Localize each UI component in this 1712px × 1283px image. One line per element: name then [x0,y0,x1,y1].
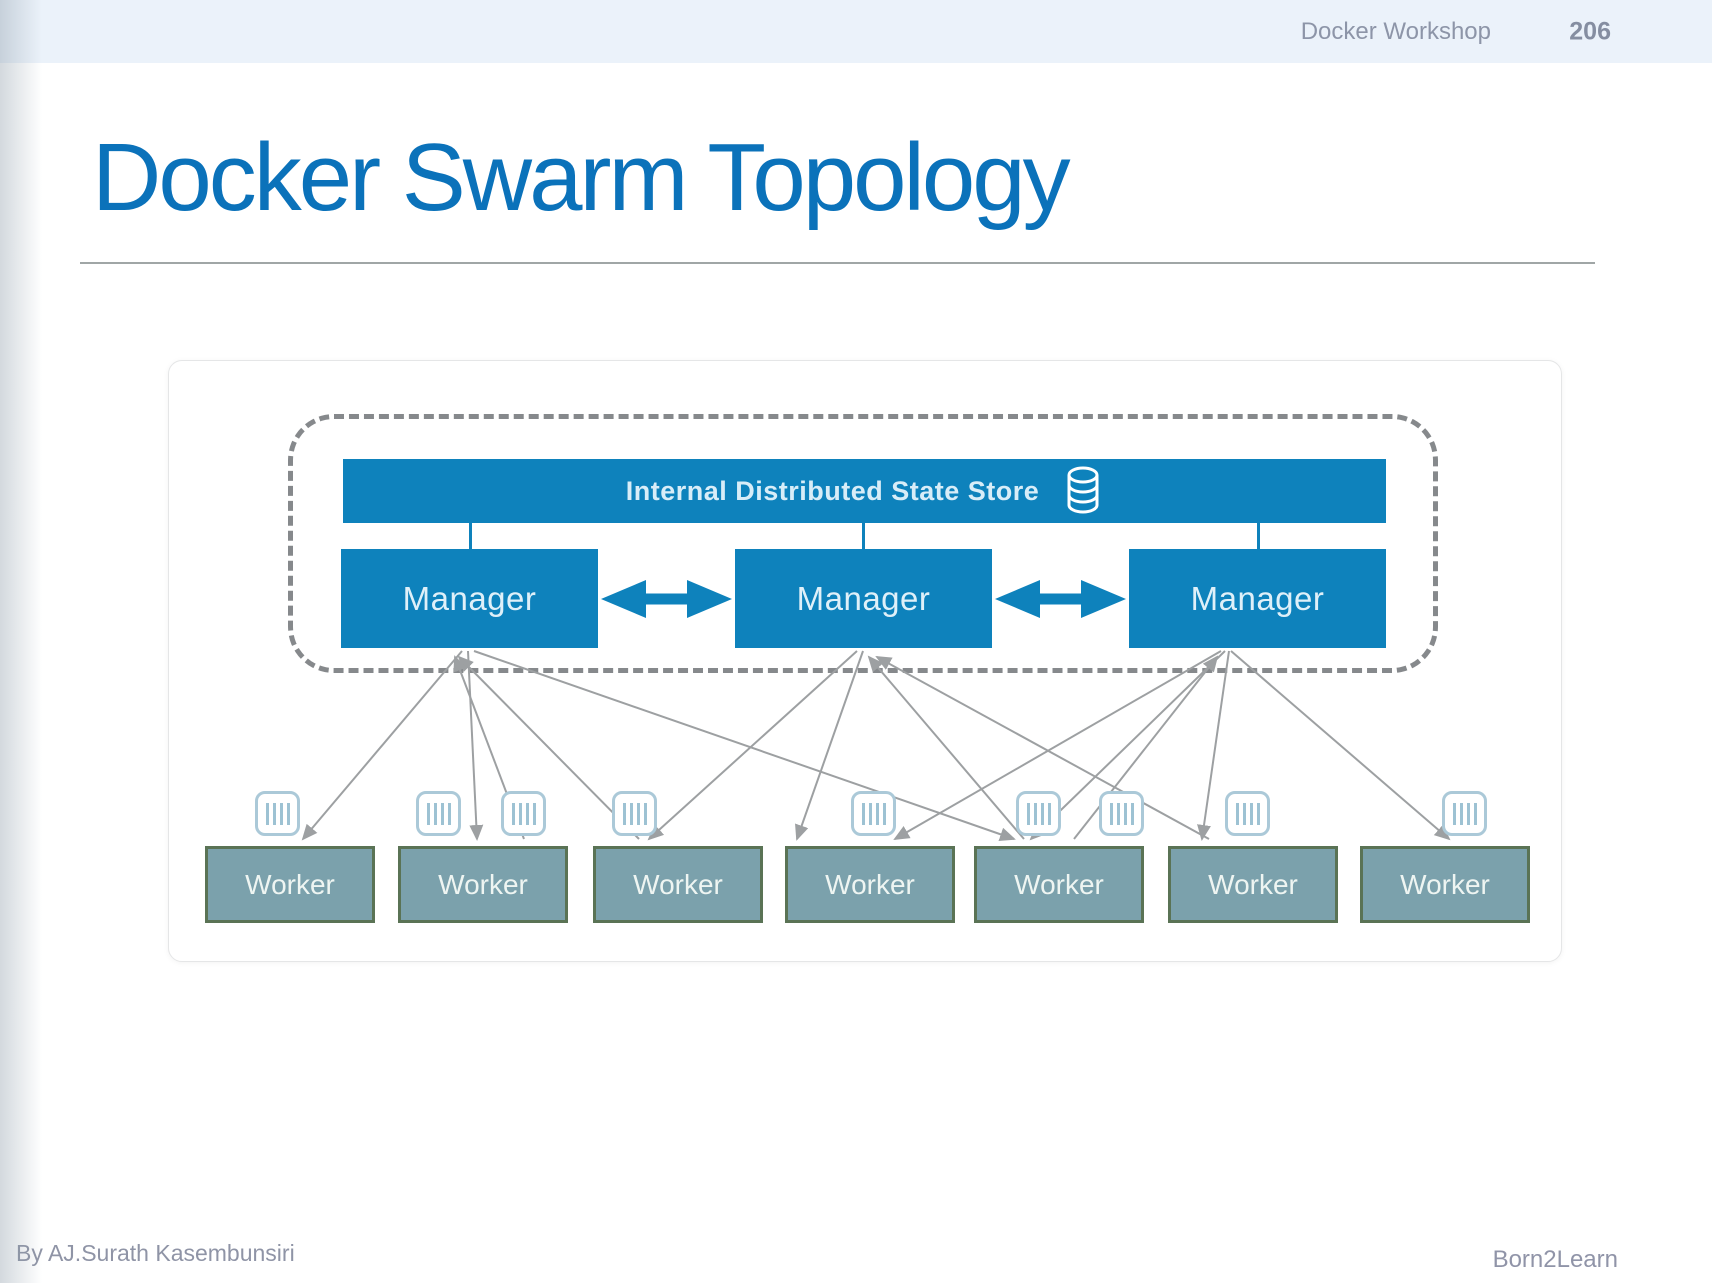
gossip-link-arrow [473,650,1016,842]
icon-bar [1040,802,1044,825]
header-document-title: Docker Workshop [1300,17,1491,45]
footer-author: By AJ.Surath Kasembunsiri [16,1240,295,1266]
container-task-icon [851,791,896,836]
container-task-icon [1099,791,1144,836]
worker-node-4: Worker [785,846,955,923]
icon-bar [1109,802,1113,825]
worker-node-label: Worker [438,868,528,900]
manager-node-1: Manager [341,549,598,648]
icon-bar [1459,802,1463,825]
header-page-number: 206 [1569,17,1611,45]
slide-title: Docker Swarm Topology [92,124,1071,231]
icon-bar [1047,802,1051,825]
gossip-link-arrow [467,650,484,841]
icon-bar [279,802,283,825]
icon-bar [518,802,522,825]
icon-bar [272,802,276,825]
icon-bar [1116,802,1120,825]
icon-bar [622,802,626,825]
icon-bar [1026,802,1030,825]
container-task-icon [1016,791,1061,836]
store-manager-connector-3 [1256,523,1260,550]
icon-bar [1235,802,1239,825]
icon-bar [433,802,437,825]
title-divider [80,262,1595,264]
icon-bar [636,802,640,825]
database-icon [1067,466,1099,514]
gossip-link-arrow [1073,655,1219,840]
worker-node-7: Worker [1360,846,1530,923]
manager-node-label: Manager [402,579,537,617]
icon-bar [440,802,444,825]
container-task-icon [1442,791,1487,836]
worker-node-1: Worker [205,846,375,923]
manager-node-2: Manager [735,549,992,648]
icon-bar [643,802,647,825]
icon-bar [1452,802,1456,825]
worker-node-5: Worker [974,846,1144,923]
icon-bar [875,802,879,825]
store-manager-connector-1 [468,523,472,550]
worker-node-label: Worker [825,868,915,900]
state-store-label: Internal Distributed State Store [625,475,1040,506]
worker-node-label: Worker [633,868,723,900]
manager-node-label: Manager [796,579,931,617]
icon-bar [868,802,872,825]
icon-bar [511,802,515,825]
worker-node-label: Worker [245,868,335,900]
icon-bar [532,802,536,825]
icon-bar [1130,802,1134,825]
page-left-shadow [0,0,42,1283]
document-header: Docker Workshop 206 [0,0,1712,63]
icon-bar [286,802,290,825]
container-task-icon [612,791,657,836]
worker-node-label: Worker [1400,868,1490,900]
state-store-bar: Internal Distributed State Store [343,459,1386,523]
manager-node-3: Manager [1129,549,1386,648]
icon-bar [1466,802,1470,825]
icon-bar [426,802,430,825]
worker-node-6: Worker [1168,846,1338,923]
worker-node-label: Worker [1014,868,1104,900]
container-task-icon [1225,791,1270,836]
worker-node-2: Worker [398,846,568,923]
container-task-icon [255,791,300,836]
icon-bar [265,802,269,825]
container-task-icon [416,791,461,836]
icon-bar [1256,802,1260,825]
icon-bar [1473,802,1477,825]
worker-node-label: Worker [1208,868,1298,900]
worker-node-3: Worker [593,846,763,923]
store-manager-connector-2 [861,523,865,550]
container-task-icon [501,791,546,836]
icon-bar [882,802,886,825]
icon-bar [629,802,633,825]
icon-bar [1242,802,1246,825]
gossip-link-arrow [647,650,858,841]
icon-bar [525,802,529,825]
footer-brand: Born2Learn [1492,1246,1618,1273]
manager-node-label: Manager [1190,579,1325,617]
diagram-card: Internal Distributed State Store Manager… [168,360,1562,962]
icon-bar [447,802,451,825]
icon-bar [1123,802,1127,825]
icon-bar [861,802,865,825]
icon-bar [1033,802,1037,825]
icon-bar [1249,802,1253,825]
